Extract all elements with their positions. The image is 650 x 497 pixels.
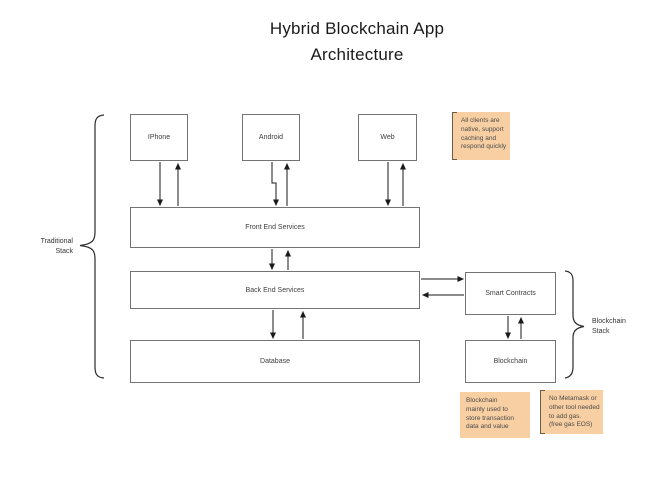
right-brace [564, 270, 585, 379]
note-clients-line3: caching and [461, 134, 497, 142]
note-clients-line1: All clients are [461, 117, 500, 124]
node-blockchain: Blockchain [465, 340, 556, 383]
note-metamask: No Metamask or other tool needed to add … [540, 390, 603, 434]
note-bracket-decoration [452, 112, 457, 160]
note-clients: All clients are native, support caching … [452, 112, 510, 160]
arrow-android-to-frontend [271, 162, 279, 206]
note-blockchain-usage-line4: data and value [466, 423, 509, 431]
note-metamask-line4: (free gas EOS) [549, 421, 593, 429]
diagram-title-line2: Architecture [310, 45, 404, 64]
node-back-end-services: Back End Services [130, 271, 420, 309]
note-blockchain-usage-line2: mainly used to [466, 405, 508, 413]
node-front-end-services-label: Front End Services [245, 224, 305, 231]
node-smart-contracts: Smart Contracts [465, 272, 556, 315]
node-iphone-label: IPhone [147, 134, 171, 141]
node-android-label: Android [258, 134, 284, 141]
blockchain-stack-line2: Stack [592, 327, 610, 335]
blockchain-stack-line1: Blockchain [592, 318, 626, 325]
brace-label-blockchain-stack: Blockchain Stack [592, 317, 650, 336]
left-brace [79, 114, 105, 379]
node-iphone: IPhone [130, 114, 188, 161]
note-clients-line4: respond quickly [461, 143, 507, 151]
note-blockchain-usage: Blockchain mainly used to store transact… [460, 392, 530, 438]
note-blockchain-usage-line3: store transaction [466, 414, 515, 422]
note-metamask-line2: other tool needed [549, 403, 600, 411]
node-database: Database [130, 340, 420, 383]
note-bracket-decoration [540, 390, 545, 434]
diagram-title-line1: Hybrid Blockchain App [269, 19, 445, 38]
node-android: Android [242, 114, 300, 161]
node-front-end-services: Front End Services [130, 207, 420, 248]
node-smart-contracts-label: Smart Contracts [485, 290, 536, 297]
note-clients-line2: native, support [461, 125, 504, 133]
traditional-stack-line1: Traditional [40, 238, 73, 245]
node-web: Web [358, 114, 417, 161]
node-blockchain-label: Blockchain [493, 358, 528, 365]
note-metamask-line1: No Metamask or [549, 395, 597, 402]
node-database-label: Database [260, 358, 290, 365]
brace-label-traditional-stack: Traditional Stack [18, 237, 73, 256]
note-metamask-line3: to add gas. [549, 412, 582, 420]
note-blockchain-usage-line1: Blockchain [466, 397, 498, 404]
node-web-label: Web [380, 134, 395, 141]
diagram-title: Hybrid Blockchain App Architecture [107, 16, 607, 68]
traditional-stack-line2: Stack [55, 247, 73, 255]
node-back-end-services-label: Back End Services [245, 286, 305, 294]
